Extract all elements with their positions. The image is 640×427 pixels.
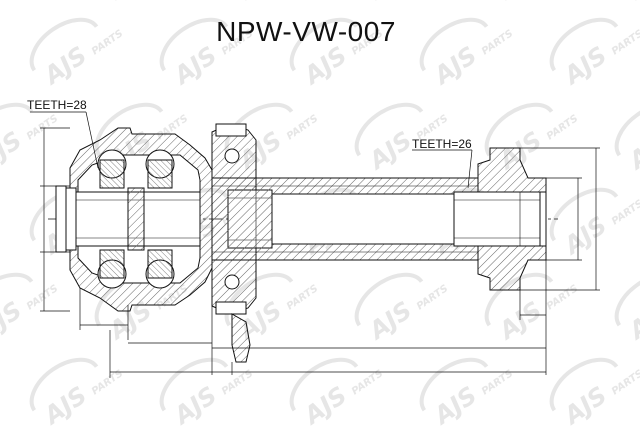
watermark-text: AJS — [428, 41, 482, 91]
watermark-swoosh — [614, 272, 640, 327]
watermark-text: AJS — [363, 0, 417, 6]
watermark-subtext: PARTS — [610, 368, 640, 397]
watermark-subtext: PARTS — [545, 113, 580, 142]
watermark-text: AJS — [428, 381, 482, 427]
housing-lip — [55, 185, 67, 253]
flange-top-cap — [215, 123, 247, 137]
dimension-lines — [30, 111, 600, 378]
watermark-text: AJS — [38, 41, 92, 91]
page-title: NPW-VW-007 — [216, 16, 396, 47]
teeth-right-label: TEETH=26 — [412, 137, 472, 151]
watermark-text: AJS — [558, 211, 612, 261]
cage-band-left — [99, 159, 125, 189]
watermark-swoosh — [484, 102, 554, 157]
watermark-text: AJS — [168, 41, 222, 91]
watermark-swoosh — [159, 17, 229, 72]
watermark-text: AJS — [298, 41, 352, 91]
watermark-text: AJS — [623, 296, 640, 346]
watermark-text: AJS — [558, 381, 612, 427]
watermark-subtext: PARTS — [285, 283, 320, 312]
watermark-swoosh — [549, 357, 619, 412]
bearing-ball-lower — [224, 274, 240, 290]
watermark-swoosh — [289, 17, 359, 72]
watermark-subtext: PARTS — [610, 28, 640, 57]
flange-bottom-cap — [215, 301, 247, 315]
watermark-swoosh — [354, 102, 424, 157]
watermark-text: AJS — [363, 126, 417, 176]
watermark-text: AJS — [0, 0, 27, 6]
watermark-subtext: PARTS — [545, 283, 580, 312]
flange-extension-lower — [231, 313, 251, 363]
watermark-text: AJS — [298, 381, 352, 427]
inner-hub — [127, 187, 145, 251]
watermark-swoosh — [614, 102, 640, 157]
right-spline-end — [453, 147, 547, 291]
watermark-swoosh — [354, 272, 424, 327]
right-end-cap — [539, 191, 547, 247]
axle-drawing — [30, 111, 600, 378]
cage-band-right — [147, 159, 173, 189]
watermark-swoosh — [159, 357, 229, 412]
watermark-swoosh — [549, 187, 619, 242]
shaft — [211, 177, 479, 261]
bearing-ball-upper — [224, 148, 240, 164]
watermark-text: AJS — [103, 0, 157, 6]
watermark-swoosh — [0, 102, 34, 157]
watermark-text: AJS — [38, 381, 92, 427]
watermark-text: AJS — [0, 296, 27, 346]
shaft-inner-bore — [271, 193, 463, 245]
cage-band-left-lower — [99, 249, 125, 279]
watermark-swoosh — [549, 17, 619, 72]
watermark-swoosh — [29, 357, 99, 412]
watermark-text: AJS — [623, 0, 640, 6]
inner-hub-left — [65, 187, 77, 251]
watermark-text: AJS — [233, 0, 287, 6]
watermark-subtext: PARTS — [480, 368, 515, 397]
watermark-text: AJS — [493, 0, 547, 6]
watermark-swoosh — [289, 357, 359, 412]
watermark-subtext: PARTS — [415, 283, 450, 312]
watermark-text: AJS — [623, 126, 640, 176]
watermark-swoosh — [419, 357, 489, 412]
watermark-subtext: PARTS — [220, 368, 255, 397]
watermark-text: AJS — [0, 126, 27, 176]
watermark-subtext: PARTS — [90, 368, 125, 397]
watermark-subtext: PARTS — [610, 198, 640, 227]
watermark-text: AJS — [168, 381, 222, 427]
watermark-swoosh — [419, 17, 489, 72]
watermark-text: AJS — [363, 296, 417, 346]
watermark-swoosh — [29, 17, 99, 72]
watermark-swoosh — [0, 272, 34, 327]
cage-band-right-lower — [147, 249, 173, 279]
watermark-subtext: PARTS — [25, 283, 60, 312]
watermark-text: AJS — [558, 41, 612, 91]
watermark-subtext: PARTS — [350, 368, 385, 397]
teeth-left-label: TEETH=28 — [27, 98, 87, 112]
watermark-subtext: PARTS — [285, 113, 320, 142]
cv-joint-housing — [55, 127, 213, 312]
